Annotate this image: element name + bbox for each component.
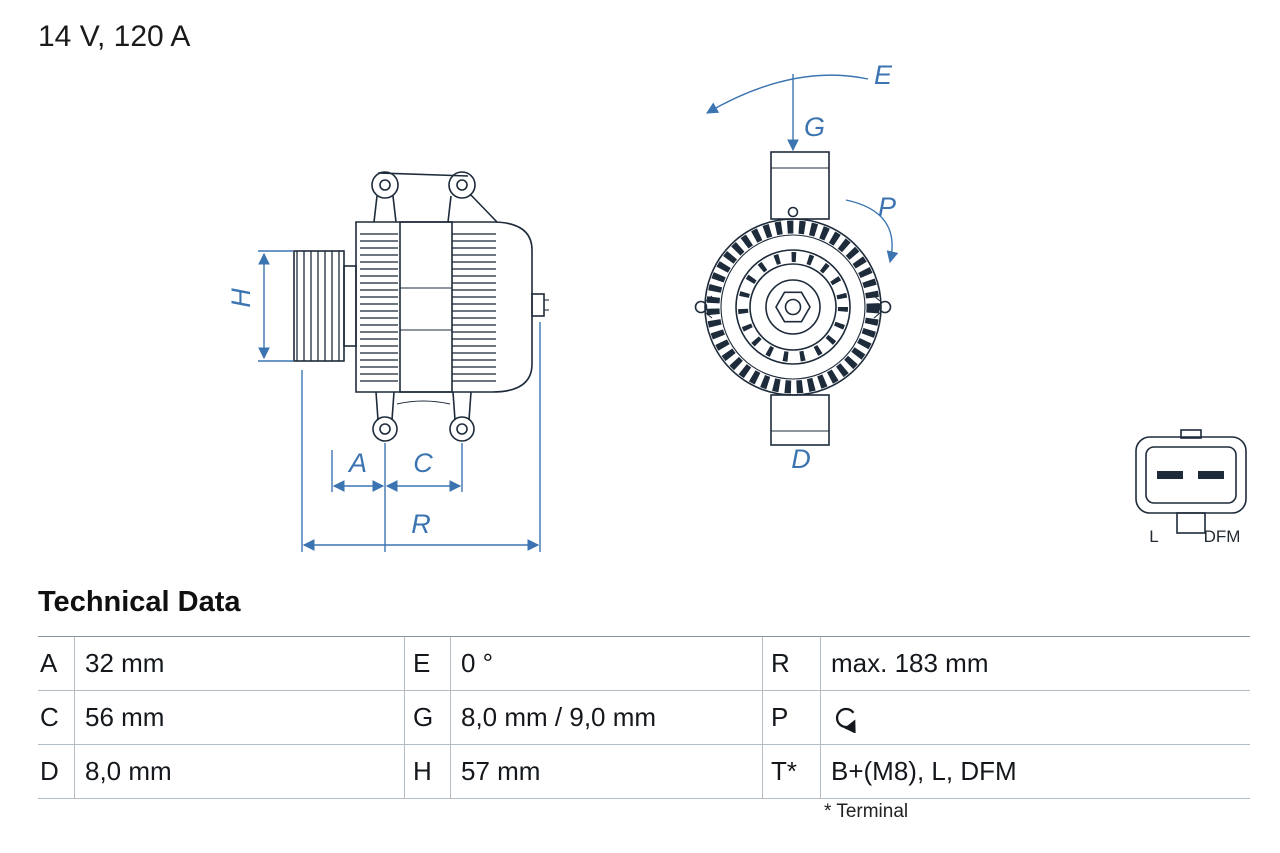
left-ear-hole bbox=[694, 300, 708, 314]
spec-value-c: 56 mm bbox=[74, 691, 404, 745]
spec-value-t: B+(M8), L, DFM bbox=[820, 745, 1250, 799]
spec-key-t: T* bbox=[762, 745, 820, 799]
spec-key-d: D bbox=[38, 745, 74, 799]
dim-label-p: P bbox=[878, 192, 896, 222]
dim-label-a: A bbox=[347, 448, 367, 478]
dim-label-c: C bbox=[413, 448, 433, 478]
spec-key-r: R bbox=[762, 637, 820, 691]
spec-value-r: max. 183 mm bbox=[820, 637, 1250, 691]
alternator-side-view bbox=[293, 171, 549, 442]
spec-key-c: C bbox=[38, 691, 74, 745]
dim-label-h: H bbox=[226, 288, 256, 308]
spec-key-e: E bbox=[404, 637, 450, 691]
voltage-current-rating: 14 V, 120 A bbox=[38, 20, 191, 53]
spec-key-g: G bbox=[404, 691, 450, 745]
bottom-mounting-lugs bbox=[372, 391, 475, 442]
front-view-dimensions: G E P D bbox=[705, 60, 899, 474]
spec-value-d: 8,0 mm bbox=[74, 745, 404, 799]
spec-value-g: 8,0 mm / 9,0 mm bbox=[450, 691, 762, 745]
spec-key-a: A bbox=[38, 637, 74, 691]
cooling-fins-rear bbox=[452, 228, 496, 386]
spec-key-p: P bbox=[762, 691, 820, 745]
connector-pinout: L DFM bbox=[1135, 429, 1247, 546]
spec-key-h: H bbox=[404, 745, 450, 799]
inner-vent-slots bbox=[738, 252, 848, 362]
pin-l bbox=[1157, 471, 1183, 479]
pulley bbox=[293, 250, 357, 362]
bottom-bracket bbox=[770, 394, 830, 446]
dim-label-e: E bbox=[874, 60, 893, 90]
spec-value-h: 57 mm bbox=[450, 745, 762, 799]
technical-data-heading: Technical Data bbox=[38, 586, 241, 618]
shaft-hex-nut bbox=[775, 291, 811, 323]
technical-data-table: A 32 mm E 0 ° R max. 183 mm C 56 mm G 8,… bbox=[38, 636, 1250, 799]
alternator-front-view bbox=[694, 151, 892, 446]
top-mounting-lugs bbox=[371, 171, 498, 223]
side-view-dimensions: H A C R bbox=[226, 250, 541, 552]
cooling-fins-front bbox=[360, 228, 398, 386]
spec-value-p bbox=[820, 691, 1250, 745]
top-bracket bbox=[770, 151, 830, 220]
pin-dfm bbox=[1198, 471, 1224, 479]
spec-value-e: 0 ° bbox=[450, 637, 762, 691]
connector-label-l: L bbox=[1149, 527, 1158, 546]
connector-label-dfm: DFM bbox=[1204, 527, 1241, 546]
rotation-direction-icon bbox=[835, 707, 856, 733]
dim-label-d: D bbox=[791, 444, 811, 474]
spec-value-a: 32 mm bbox=[74, 637, 404, 691]
technical-drawing: H A C R bbox=[226, 60, 1247, 552]
dim-label-r: R bbox=[411, 509, 431, 539]
outer-vent-slots bbox=[706, 220, 880, 394]
right-ear-hole bbox=[878, 300, 892, 314]
terminal-footnote: * Terminal bbox=[824, 801, 909, 822]
housing bbox=[355, 221, 533, 393]
dim-label-g: G bbox=[804, 112, 825, 142]
terminal-tab bbox=[531, 293, 549, 317]
